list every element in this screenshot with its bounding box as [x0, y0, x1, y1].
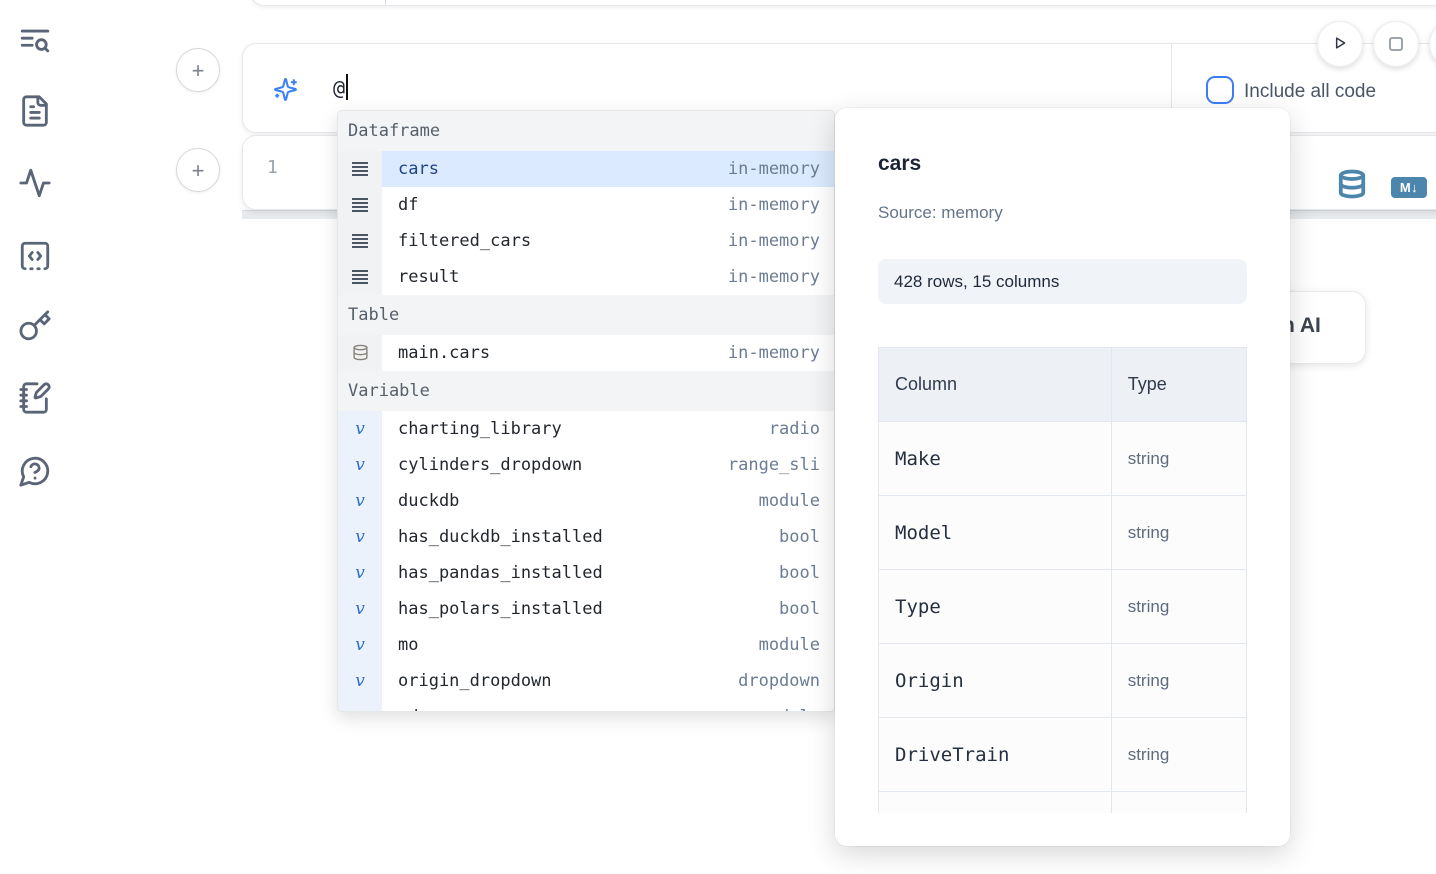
schema-row-drivetrain: DriveTrain string	[879, 718, 1246, 792]
help-bubble-icon[interactable]	[18, 454, 52, 488]
preview-source: Source: memory	[878, 203, 1003, 222]
variable-icon: v	[355, 671, 365, 691]
stop-icon	[1389, 37, 1403, 51]
activity-icon[interactable]	[18, 166, 52, 200]
variable-icon: v	[355, 707, 365, 711]
dataframe-preview-panel: cars Source: memory 428 rows, 15 columns…	[835, 108, 1290, 846]
ai-button-label: h AI	[1282, 314, 1321, 337]
preview-title: cars	[878, 152, 922, 175]
code-square-icon[interactable]	[18, 239, 52, 273]
dataframe-icon	[352, 198, 368, 212]
variable-icon: v	[355, 455, 365, 475]
schema-row-type: Type string	[879, 570, 1246, 644]
prompt-divider	[1171, 44, 1172, 132]
variable-icon: v	[355, 599, 365, 619]
section-header-dataframe: Dataframe	[338, 111, 834, 151]
schema-row-origin: Origin string	[879, 644, 1246, 718]
schema-header-column: Column	[895, 374, 958, 394]
key-icon[interactable]	[18, 309, 52, 343]
variable-icon: v	[355, 527, 365, 547]
variable-icon: v	[355, 491, 365, 511]
add-cell-button-top[interactable]: +	[176, 48, 220, 92]
autocomplete-item-partial[interactable]: v pdmodule	[338, 699, 834, 711]
dataframe-icon	[352, 270, 368, 284]
section-header-variable: Variable	[338, 371, 834, 411]
preview-schema-table: Column Type Make string Model string Typ…	[878, 347, 1247, 813]
section-header-table: Table	[338, 295, 834, 335]
preview-shape-badge: 428 rows, 15 columns	[878, 259, 1247, 304]
line-number: 1	[267, 157, 278, 178]
database-convert-icon[interactable]	[1337, 169, 1367, 201]
text-cursor	[346, 74, 349, 100]
schema-row-model: Model string	[879, 496, 1246, 570]
schema-header-type: Type	[1127, 374, 1167, 394]
variable-icon: v	[355, 635, 365, 655]
dataframe-icon	[352, 162, 368, 176]
text-search-icon[interactable]	[18, 24, 52, 58]
run-cell-button[interactable]	[1317, 21, 1363, 67]
markdown-convert-icon[interactable]: M↓	[1391, 177, 1427, 198]
table-icon	[352, 344, 369, 362]
variable-icon: v	[355, 563, 365, 583]
ai-prompt-input[interactable]: @	[333, 74, 349, 100]
include-all-code-checkbox[interactable]	[1206, 76, 1234, 104]
variable-icon: v	[355, 419, 365, 439]
sparkles-icon	[273, 77, 298, 102]
notebook-pen-icon[interactable]	[18, 381, 52, 415]
previous-cell	[250, 0, 1436, 6]
play-icon	[1330, 33, 1350, 56]
add-cell-button-bottom[interactable]: +	[176, 148, 220, 192]
schema-row-partial	[879, 792, 1246, 813]
file-text-icon[interactable]	[18, 94, 52, 128]
dataframe-icon	[352, 234, 368, 248]
previous-cell-divider	[385, 0, 386, 5]
schema-row-make: Make string	[879, 422, 1246, 496]
schema-header-row: Column Type	[879, 348, 1246, 422]
include-all-code-label: Include all code	[1244, 81, 1377, 102]
prompt-value: @	[333, 76, 346, 100]
stop-button[interactable]	[1373, 21, 1419, 67]
